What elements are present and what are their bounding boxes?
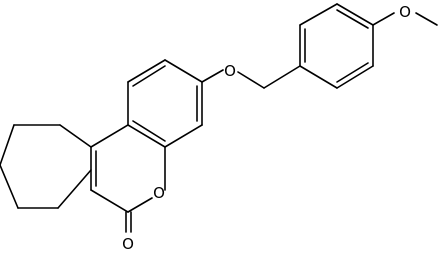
methoxyphenyl-ring [299, 3, 374, 89]
bond [132, 120, 166, 142]
bond [90, 124, 129, 148]
bond [59, 124, 92, 148]
bond [415, 12, 438, 26]
bond [0, 164, 19, 209]
bond [164, 124, 203, 148]
bond [299, 65, 338, 89]
bond [336, 62, 369, 83]
methoxy-group [372, 12, 438, 26]
bond [127, 197, 153, 213]
cycloheptene-ring [0, 124, 92, 209]
pyranone-ring [90, 124, 166, 233]
bond [90, 189, 129, 213]
bond [263, 65, 301, 89]
methoxy-oxygen-label: O [399, 3, 411, 21]
bond [132, 65, 166, 87]
ring-oxygen-label: O [153, 184, 165, 202]
bond [164, 59, 203, 83]
bond [127, 124, 166, 148]
benzyloxy-linker [201, 65, 301, 89]
bond [201, 69, 224, 83]
bond [237, 71, 265, 89]
bond [299, 3, 338, 26]
bond [57, 169, 92, 209]
bond [336, 65, 374, 89]
carbonyl-oxygen-label: O [122, 235, 134, 253]
coumarin-benzene-ring [127, 59, 203, 148]
bond [127, 59, 166, 83]
bond [336, 3, 374, 26]
bond [336, 9, 369, 29]
ether-oxygen-label: O [224, 62, 236, 80]
bond [0, 124, 15, 166]
bond [372, 12, 395, 26]
